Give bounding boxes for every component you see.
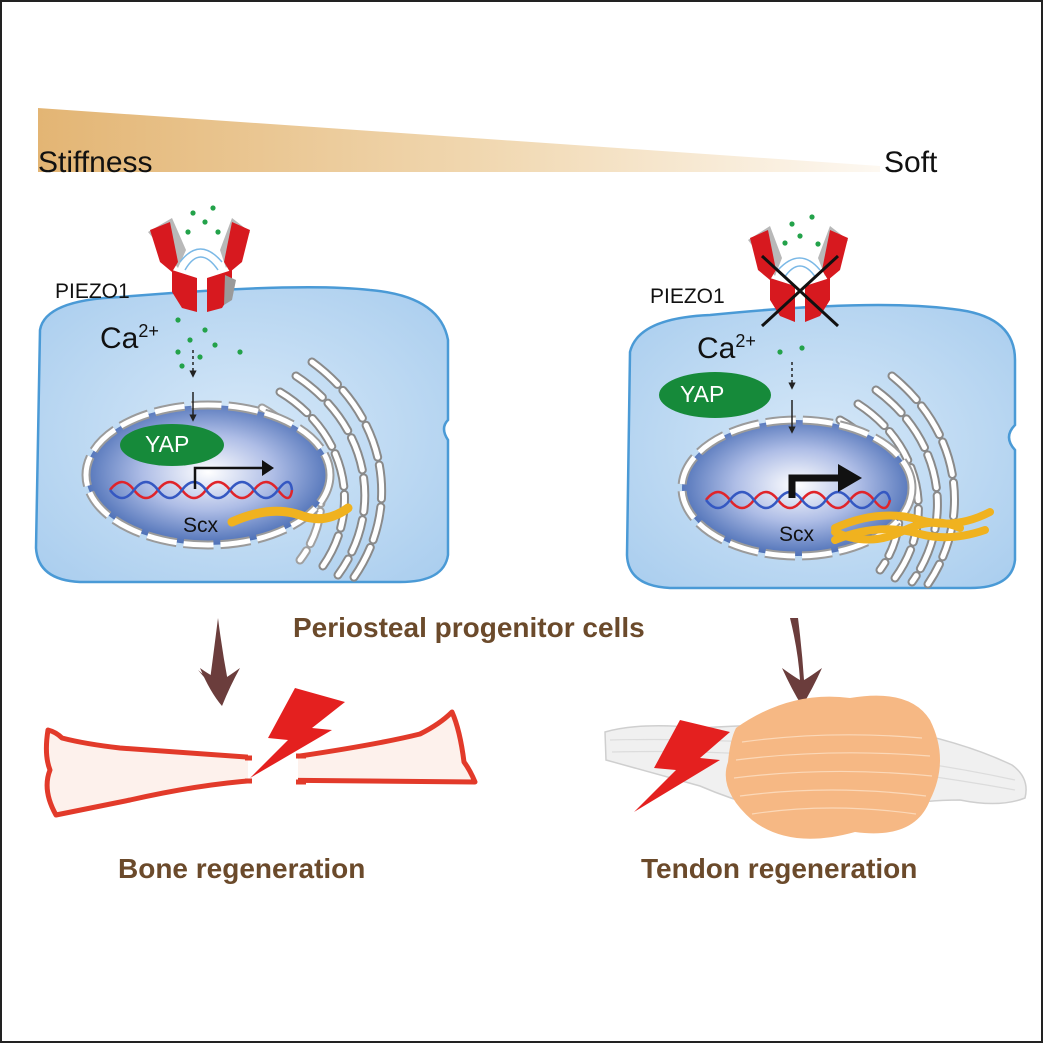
left-calcium-dots [175, 205, 243, 369]
stiffness-label: Stiffness [38, 146, 153, 179]
left-piezo1-channel [148, 218, 250, 312]
left-yap-label: YAP [145, 431, 190, 457]
right-scx-label: Scx [779, 523, 815, 546]
left-scx-fiber [227, 503, 353, 527]
left-cell [34, 205, 450, 585]
left-calcium-charge: 2+ [138, 321, 159, 341]
right-downward-arrow [782, 618, 822, 706]
center-label-periosteal-progenitor-cells: Periosteal progenitor cells [293, 612, 645, 643]
right-scx-fibers [831, 508, 994, 544]
left-dna-blue [109, 480, 294, 500]
stiffness-gradient-wedge [38, 108, 880, 172]
left-yap-ellipse [120, 424, 224, 466]
bone-lightning-bolt [250, 688, 345, 778]
left-transcription-arrow [193, 466, 262, 489]
left-calcium-base: Ca [100, 322, 139, 355]
soft-label: Soft [884, 146, 938, 179]
bone-regeneration-label: Bone regeneration [118, 853, 366, 884]
left-scx-label: Scx [183, 514, 219, 537]
right-cell [625, 214, 1017, 590]
right-piezo1-label: PIEZO1 [650, 285, 725, 308]
left-calcium-label: Ca2+ [100, 322, 159, 356]
right-piezo1-cross-line-2 [760, 254, 840, 328]
tendon-regeneration-label: Tendon regeneration [641, 853, 918, 884]
right-calcium-dots [777, 214, 821, 355]
right-calcium-charge: 2+ [735, 331, 756, 351]
right-calcium-base: Ca [697, 332, 736, 365]
right-yap-label: YAP [680, 381, 725, 407]
right-transcription-arrow [788, 474, 842, 498]
tendon-lightning-bolt [634, 720, 730, 812]
right-yap-ellipse [659, 372, 771, 418]
right-calcium-label: Ca2+ [697, 332, 756, 366]
right-dna-blue [705, 490, 892, 510]
left-downward-arrow [198, 618, 228, 690]
left-piezo1-label: PIEZO1 [55, 280, 130, 303]
tendon-bulge [725, 695, 940, 839]
right-piezo1-channel [748, 226, 848, 328]
